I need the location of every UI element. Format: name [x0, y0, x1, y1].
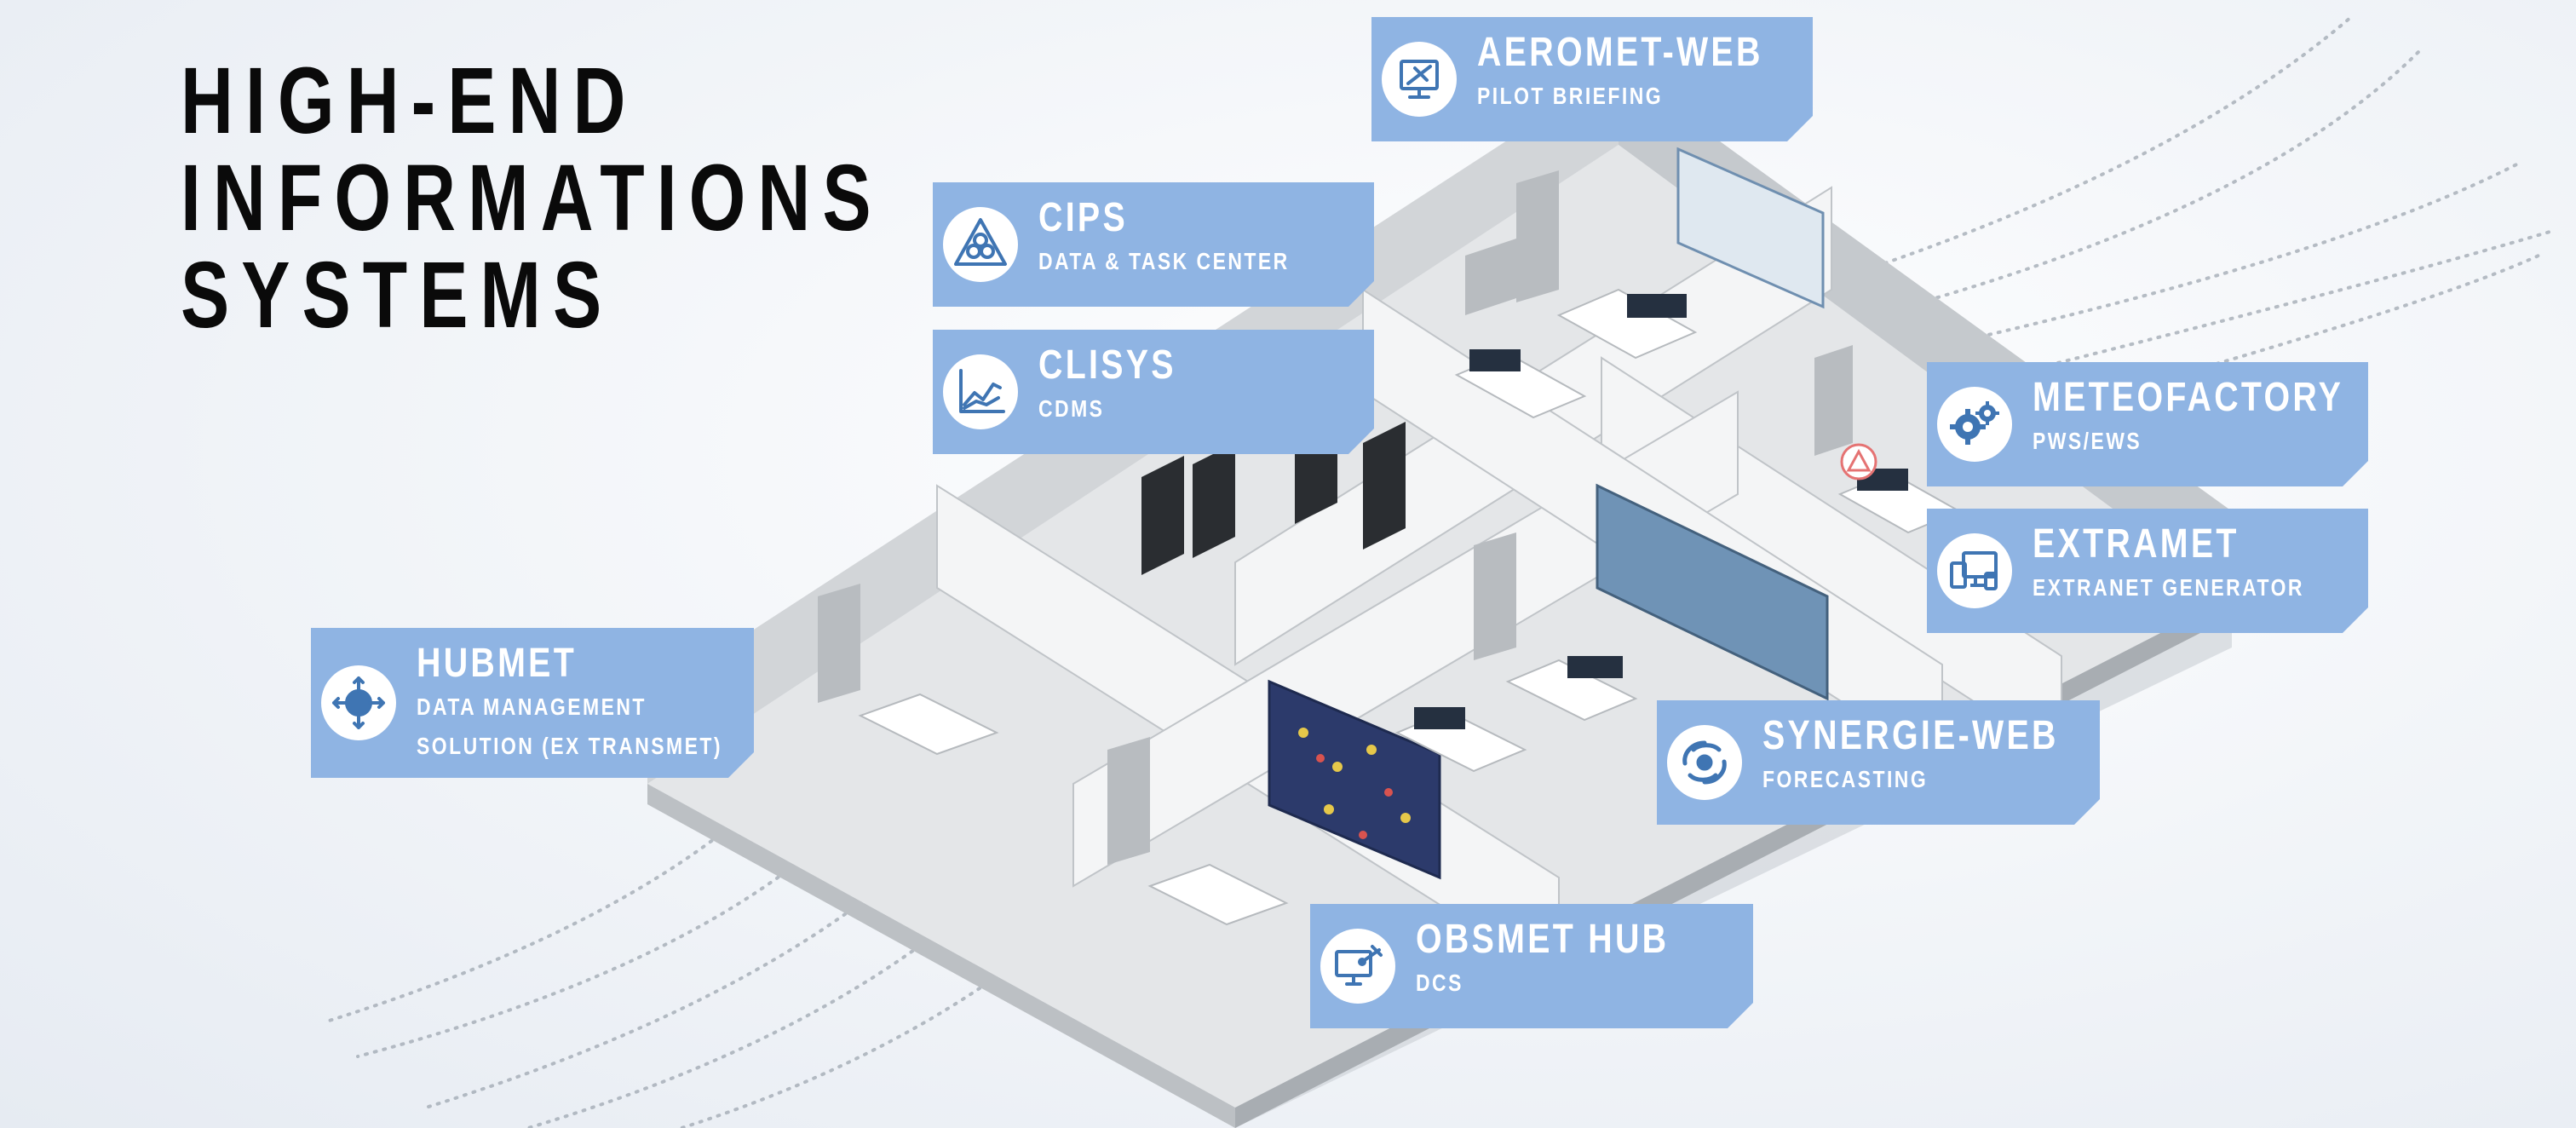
line-chart-icon [943, 354, 1018, 429]
label-cips[interactable]: CIPS DATA & TASK CENTER [933, 182, 1374, 307]
computer-satellite-icon [1320, 929, 1395, 1004]
label-clisys[interactable]: CLISYS CDMS [933, 330, 1374, 454]
label-aeromet-web[interactable]: AEROMET-WEB PILOT BRIEFING [1371, 17, 1813, 141]
wall-screen-observation-map [1268, 679, 1441, 880]
hubmet-name: HUBMET [417, 641, 578, 686]
wall-screen-aeronautical-chart [1676, 147, 1825, 309]
synergie-web-subtitle: FORECASTING [1762, 766, 1929, 792]
page-title: HIGH-END INFORMATIONS SYSTEMS [181, 53, 883, 344]
label-obsmet-hub[interactable]: OBSMET HUB DCS [1310, 904, 1753, 1028]
label-synergie-web[interactable]: SYNERGIE-WEB FORECASTING [1657, 700, 2100, 825]
aeromet-web-subtitle: PILOT BRIEFING [1477, 83, 1664, 109]
clisys-name: CLISYS [1038, 342, 1176, 388]
hubmet-subtitle-line-1: DATA MANAGEMENT [417, 693, 647, 720]
title-line-1: HIGH-END [181, 49, 638, 153]
wall-screen-satellite-map [1596, 483, 1829, 701]
extramet-subtitle: EXTRANET GENERATOR [2033, 574, 2304, 601]
obsmet-hub-subtitle: DCS [1416, 970, 1463, 996]
obsmet-hub-name: OBSMET HUB [1416, 917, 1670, 962]
label-meteofactory[interactable]: METEOFACTORY PWS/EWS [1927, 362, 2368, 486]
aeromet-web-name: AEROMET-WEB [1477, 30, 1763, 75]
hubmet-subtitle-line-2: SOLUTION (EX TRANSMET) [417, 733, 722, 759]
gears-icon [1937, 387, 2012, 462]
clisys-subtitle: CDMS [1038, 395, 1105, 422]
cyclone-icon [1667, 725, 1742, 800]
synergie-web-name: SYNERGIE-WEB [1762, 713, 2059, 758]
title-line-3: SYSTEMS [181, 243, 614, 348]
cips-name: CIPS [1038, 195, 1128, 240]
meteofactory-subtitle: PWS/EWS [2033, 428, 2142, 454]
label-extramet[interactable]: EXTRAMET EXTRANET GENERATOR [1927, 509, 2368, 633]
title-line-2: INFORMATIONS [181, 146, 883, 250]
meteofactory-name: METEOFACTORY [2033, 375, 2344, 420]
triangle-circles-icon [943, 207, 1018, 282]
devices-icon [1937, 533, 2012, 608]
airplane-screen-icon [1382, 42, 1457, 117]
cips-subtitle: DATA & TASK CENTER [1038, 248, 1290, 274]
globe-arrows-icon [321, 665, 396, 740]
extramet-name: EXTRAMET [2033, 521, 2240, 567]
label-hubmet[interactable]: HUBMET DATA MANAGEMENT SOLUTION (EX TRAN… [311, 628, 754, 778]
